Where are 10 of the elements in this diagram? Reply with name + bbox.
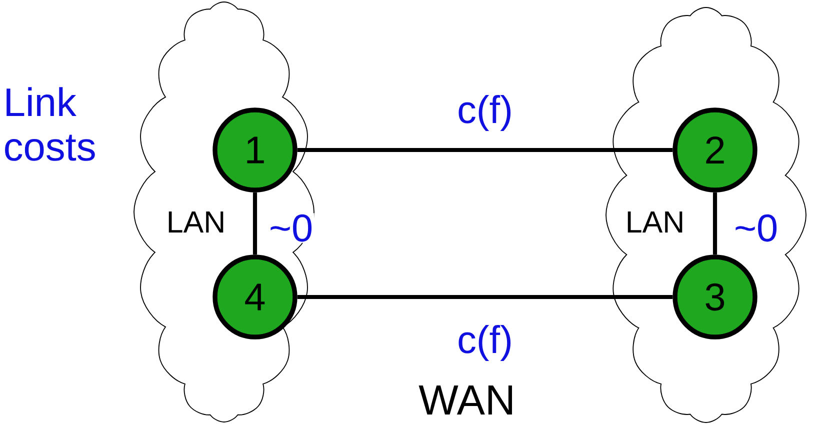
- link-line: [712, 192, 718, 255]
- network-label: WAN: [418, 386, 512, 414]
- link-line: [297, 294, 673, 300]
- edge-label: c(f): [456, 94, 514, 132]
- link-line: [297, 148, 673, 152]
- edge-label: ~0: [268, 213, 314, 243]
- edge-label: c(f): [456, 324, 514, 362]
- link-line: [252, 192, 258, 255]
- caption-text: Link costs: [5, 87, 95, 161]
- edge-label: ~0: [732, 213, 780, 243]
